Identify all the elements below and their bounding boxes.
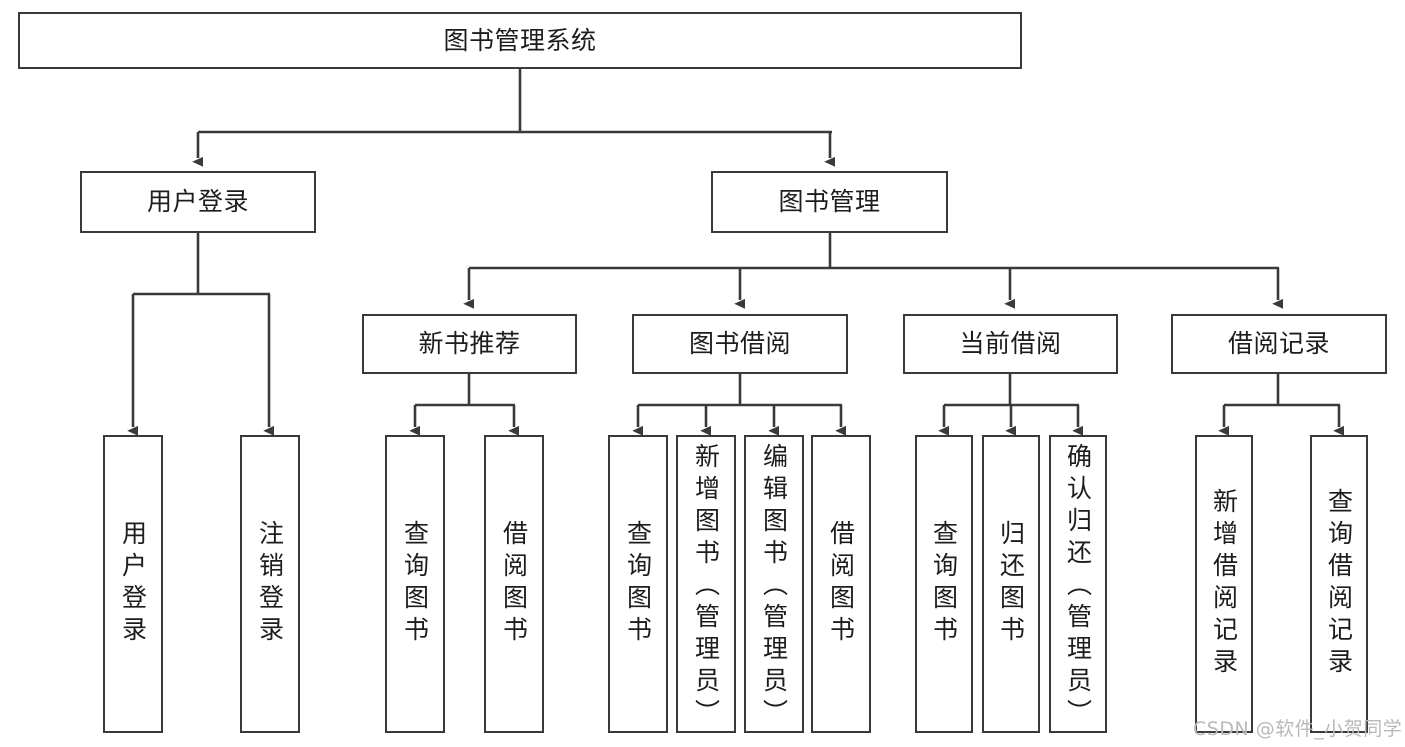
node-label: 新书推荐 — [418, 329, 521, 359]
leaf-user-login[interactable]: 用户登录 — [103, 435, 163, 733]
csdn-watermark: CSDN @软件_小贺同学 — [1193, 718, 1403, 740]
node-label: 查询图书 — [929, 520, 959, 648]
leaf-borrow-book-recommend[interactable]: 借阅图书 — [484, 435, 544, 733]
node-label: 注销登录 — [255, 520, 285, 648]
node-label: 新增借阅记录 — [1209, 488, 1239, 680]
node-label: 查询图书 — [400, 520, 430, 648]
leaf-confirm-return-admin[interactable]: 确认归还（管理员） — [1049, 435, 1107, 733]
node-book-borrow[interactable]: 图书借阅 — [632, 314, 848, 374]
leaf-borrow-book[interactable]: 借阅图书 — [811, 435, 871, 733]
leaf-user-logout[interactable]: 注销登录 — [240, 435, 300, 733]
node-borrow-record[interactable]: 借阅记录 — [1171, 314, 1387, 374]
node-label: 查询借阅记录 — [1324, 488, 1354, 680]
leaf-query-book-current[interactable]: 查询图书 — [915, 435, 973, 733]
node-new-book-recommend[interactable]: 新书推荐 — [362, 314, 577, 374]
leaf-query-borrow-record[interactable]: 查询借阅记录 — [1310, 435, 1368, 733]
leaf-query-book-borrow[interactable]: 查询图书 — [608, 435, 668, 733]
node-label: 归还图书 — [996, 520, 1026, 648]
node-label: 借阅图书 — [499, 520, 529, 648]
node-label: 编辑图书（管理员） — [759, 443, 789, 731]
node-label: 确认归还（管理员） — [1063, 443, 1093, 731]
node-label: 用户登录 — [146, 187, 249, 217]
leaf-query-book-recommend[interactable]: 查询图书 — [385, 435, 445, 733]
node-label: 查询图书 — [623, 520, 653, 648]
leaf-add-book-admin[interactable]: 新增图书（管理员） — [676, 435, 736, 733]
node-label: 图书借阅 — [688, 329, 791, 359]
node-label: 借阅记录 — [1227, 329, 1330, 359]
node-label: 新增图书（管理员） — [691, 443, 721, 731]
node-label: 借阅图书 — [826, 520, 856, 648]
leaf-return-book[interactable]: 归还图书 — [982, 435, 1040, 733]
node-label: 图书管理系统 — [443, 25, 597, 55]
node-label: 当前借阅 — [959, 329, 1062, 359]
node-book-management[interactable]: 图书管理 — [711, 171, 948, 233]
leaf-edit-book-admin[interactable]: 编辑图书（管理员） — [744, 435, 804, 733]
leaf-add-borrow-record[interactable]: 新增借阅记录 — [1195, 435, 1253, 733]
node-root-book-management-system[interactable]: 图书管理系统 — [18, 12, 1022, 69]
node-label: 图书管理 — [778, 187, 881, 217]
node-label: 用户登录 — [118, 520, 148, 648]
node-user-login[interactable]: 用户登录 — [80, 171, 316, 233]
node-current-borrow[interactable]: 当前借阅 — [903, 314, 1118, 374]
